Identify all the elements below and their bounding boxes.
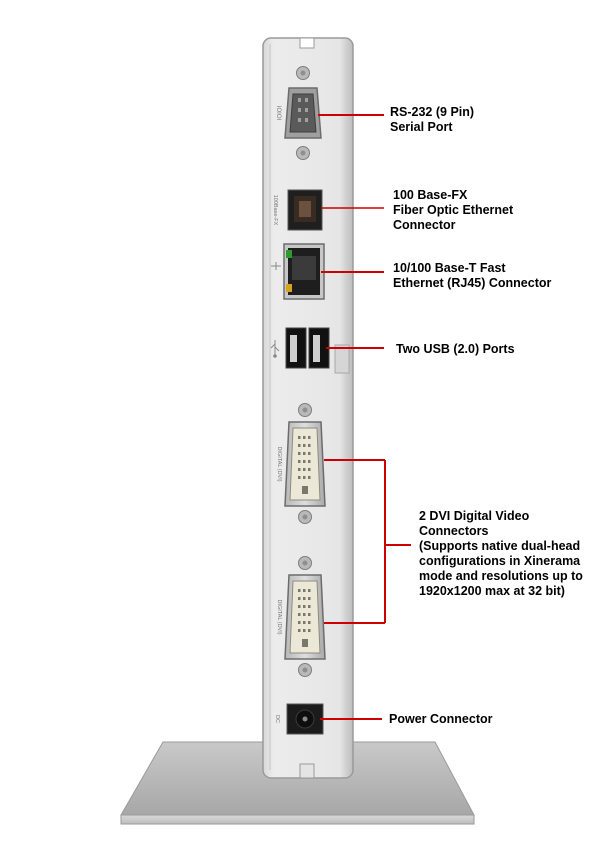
dvi-bottom-caption: DIGITAL (DVI) xyxy=(276,599,282,634)
dvi-port-bottom: DIGITAL (DVI) xyxy=(276,556,326,677)
label-dvi-line-4: configurations in Xinerama xyxy=(419,554,581,568)
label-fiber: 100 Base-FX Fiber Optic Ethernet Connect… xyxy=(393,188,513,233)
label-fiber-line-2: Fiber Optic Ethernet xyxy=(393,203,514,217)
label-serial-line-2: Serial Port xyxy=(390,120,453,134)
fiber-port-caption: 100Base-FX xyxy=(272,195,278,226)
label-fiber-line-3: Connector xyxy=(393,218,456,232)
label-power: Power Connector xyxy=(389,712,493,727)
label-dvi-line-1: 2 DVI Digital Video xyxy=(419,509,530,523)
label-dvi-line-5: mode and resolutions up to xyxy=(419,569,583,583)
dvi-top-caption: DIGITAL (DVI) xyxy=(276,446,282,481)
fiber-port: 100Base-FX xyxy=(272,189,323,231)
link-led xyxy=(286,250,292,258)
activity-led xyxy=(286,284,292,292)
power-port: DC xyxy=(274,703,324,735)
serial-port: IOIOI xyxy=(275,66,322,160)
label-serial: RS-232 (9 Pin) Serial Port xyxy=(390,105,474,135)
usb-ports xyxy=(270,327,330,369)
serial-port-caption: IOIOI xyxy=(275,106,281,121)
label-ethernet: 10/100 Base-T Fast Ethernet (RJ45) Conne… xyxy=(393,261,551,291)
label-usb-line-1: Two USB (2.0) Ports xyxy=(396,342,515,356)
label-power-line-1: Power Connector xyxy=(389,712,493,726)
dvi-port-top: DIGITAL (DVI) xyxy=(276,403,326,524)
label-ethernet-line-2: Ethernet (RJ45) Connector xyxy=(393,276,552,290)
label-dvi-line-6: 1920x1200 max at 32 bit) xyxy=(419,584,565,598)
label-serial-line-1: RS-232 (9 Pin) xyxy=(390,105,475,119)
label-dvi: 2 DVI Digital Video Connectors (Supports… xyxy=(419,509,583,599)
usb-icon xyxy=(270,340,280,358)
label-ethernet-line-1: 10/100 Base-T Fast xyxy=(393,261,506,275)
label-usb: Two USB (2.0) Ports xyxy=(396,342,515,357)
network-icon xyxy=(271,262,281,270)
ethernet-port xyxy=(271,243,325,300)
power-caption: DC xyxy=(274,715,280,723)
leader-lines xyxy=(318,114,411,720)
label-fiber-line-1: 100 Base-FX xyxy=(393,188,468,202)
label-dvi-line-3: (Supports native dual-head xyxy=(419,539,581,553)
label-dvi-line-2: Connectors xyxy=(419,524,489,538)
